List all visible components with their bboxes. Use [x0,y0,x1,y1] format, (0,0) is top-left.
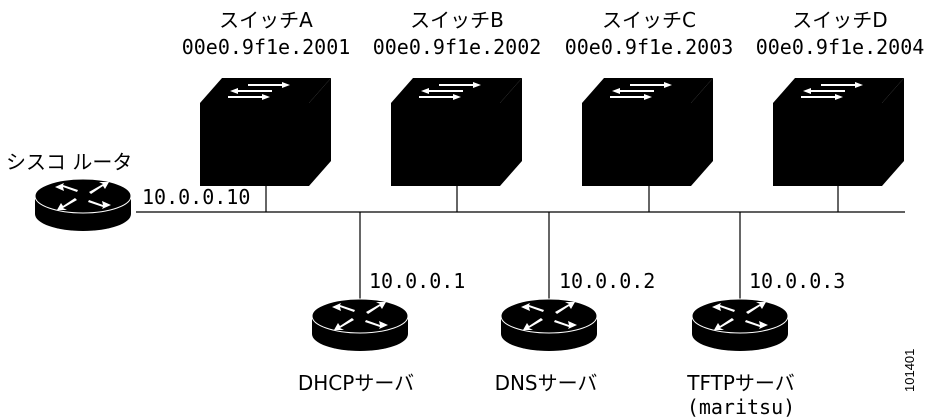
switch-a-mac: 00e0.9f1e.2001 [182,35,351,59]
switch-a-icon [199,77,332,187]
dns-server-icon [500,298,598,352]
switch-d-mac: 00e0.9f1e.2004 [756,35,925,59]
switch-a-name: スイッチA [219,8,313,32]
switch-d-name: スイッチD [792,8,887,32]
router-label: シスコ ルータ [6,150,132,174]
tftp-server-icon [691,298,789,352]
switch-c-name: スイッチC [602,8,696,32]
switch-d-icon [772,77,905,187]
cisco-router-icon [34,178,132,232]
dhcp-ip: 10.0.0.1 [369,269,465,293]
dns-server-name: DNSサーバ [495,371,598,395]
figure-id: 101401 [902,349,917,392]
switch-b-icon [390,77,523,187]
dhcp-server-name: DHCPサーバ [298,371,414,395]
tftp-server-extra: (maritsu) [687,395,795,417]
switch-c-icon [581,77,714,187]
switch-c-mac: 00e0.9f1e.2003 [565,35,734,59]
switch-b-name: スイッチB [410,8,504,32]
dhcp-server-icon [311,298,409,352]
tftp-ip: 10.0.0.3 [749,269,845,293]
tftp-server-name: TFTPサーバ [686,371,794,395]
router-ip: 10.0.0.10 [142,185,250,209]
switch-b-mac: 00e0.9f1e.2002 [373,35,542,59]
dns-ip: 10.0.0.2 [559,269,655,293]
